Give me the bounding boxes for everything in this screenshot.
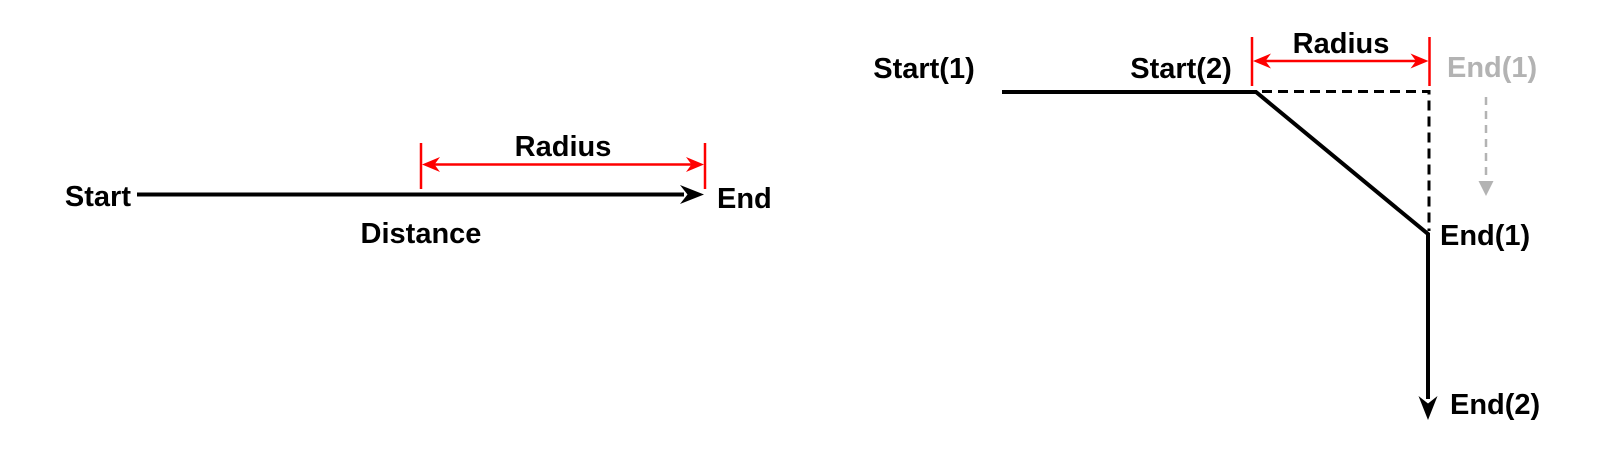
right-dashed-corner: [1262, 90, 1431, 231]
radius-label-left: Radius: [515, 131, 612, 163]
right-ink-fills: [1418, 396, 1438, 420]
start2-label: Start(2): [1130, 53, 1232, 85]
radius-arrowhead-right-icon: [1410, 53, 1429, 69]
original-corner-dashed-path: [1262, 90, 1431, 231]
left-red-fills: [422, 157, 704, 172]
end-label: End: [717, 183, 772, 215]
ghost-end-group: End(1): [1447, 52, 1537, 196]
right-radius-diagram: End(1) Start(1) Start(2) Radius End(1) E…: [873, 28, 1540, 421]
right-red-fills: [1253, 53, 1429, 69]
left-radius-dimension: [419, 143, 707, 189]
distance-arrowhead-icon: [680, 185, 704, 204]
end1-ghost-label: End(1): [1447, 52, 1537, 84]
start-label: Start: [65, 181, 131, 213]
radius-arrowhead-right-icon: [686, 157, 704, 172]
distance-label: Distance: [361, 218, 482, 250]
end1-label: End(1): [1440, 220, 1530, 252]
end2-label: End(2): [1450, 389, 1540, 421]
route-path-line: [1002, 90, 1430, 399]
right-red-strokes: [1250, 37, 1431, 86]
start1-label: Start(1): [873, 53, 975, 85]
radius-arrowhead-left-icon: [422, 157, 440, 172]
left-ink-fills: [680, 185, 704, 204]
route-arrowhead-down-icon: [1418, 396, 1438, 420]
ghost-drop-fill: [1478, 181, 1494, 196]
left-distance-diagram: Start End Radius Distance: [65, 131, 772, 250]
right-ink-strokes: [1002, 90, 1430, 399]
radius-arrowhead-left-icon: [1253, 53, 1271, 69]
radius-label-right: Radius: [1293, 28, 1390, 60]
left-red-strokes: [419, 143, 707, 189]
right-radius-dimension: [1250, 37, 1431, 86]
ghost-arrowhead-down-icon: [1478, 181, 1494, 196]
